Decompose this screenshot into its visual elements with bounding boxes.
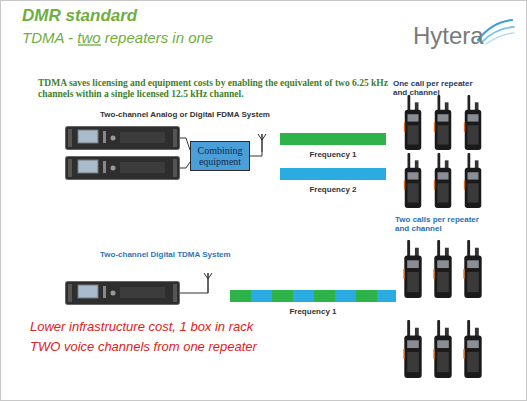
antenna — [207, 273, 209, 293]
antenna — [204, 273, 212, 279]
process-box: Combining equipment — [190, 141, 250, 171]
system-heading: Two-channel Analog or Digital FDMA Syste… — [100, 110, 270, 119]
handheld-radio — [463, 240, 481, 298]
handheld-radio — [434, 95, 451, 150]
frequency-label: Frequency 1 — [230, 307, 396, 316]
logo-swoosh — [486, 33, 514, 44]
frequency-band: Frequency 1 — [230, 290, 396, 302]
frequency-band: Frequency 2 — [280, 168, 386, 180]
antenna — [258, 134, 266, 140]
cable — [180, 162, 190, 168]
antenna — [261, 134, 263, 152]
cable — [250, 152, 262, 156]
repeater-unit — [66, 282, 180, 305]
handheld-radio — [464, 95, 481, 150]
system-heading: Two-channel Digital TDMA System — [100, 250, 231, 259]
repeater-unit — [66, 127, 180, 150]
description-note: TDMA saves licensing and equipment costs… — [38, 78, 393, 100]
logo-swoosh — [482, 27, 514, 42]
cable — [180, 293, 208, 294]
repeater-unit — [66, 157, 180, 180]
box-label: Combining equipment — [191, 145, 249, 167]
brand-logo: Hytera — [413, 22, 484, 50]
frequency-band: Frequency 1 — [280, 133, 386, 145]
handheld-radio — [404, 95, 421, 150]
frequency-label: Frequency 2 — [280, 185, 386, 194]
handheld-radio — [433, 320, 451, 378]
call-note: Two calls per repeater and channel — [395, 215, 495, 233]
cable — [180, 138, 190, 150]
handheld-radio — [433, 240, 451, 298]
call-note: One call per repeater and channel — [393, 79, 488, 97]
frequency-label: Frequency 1 — [280, 150, 386, 159]
handheld-radio — [463, 320, 481, 378]
subtitle: TDMA - two repeaters in one — [22, 29, 213, 46]
handheld-radio — [404, 153, 421, 208]
handheld-radio — [434, 153, 451, 208]
handheld-radio — [403, 240, 421, 298]
handheld-radio — [464, 153, 481, 208]
benefit-note: Lower infrastructure cost, 1 box in rack — [30, 320, 253, 335]
handheld-radio — [403, 320, 421, 378]
benefit-note: TWO voice channels from one repeater — [30, 340, 257, 355]
page-title: DMR standard — [22, 6, 137, 26]
